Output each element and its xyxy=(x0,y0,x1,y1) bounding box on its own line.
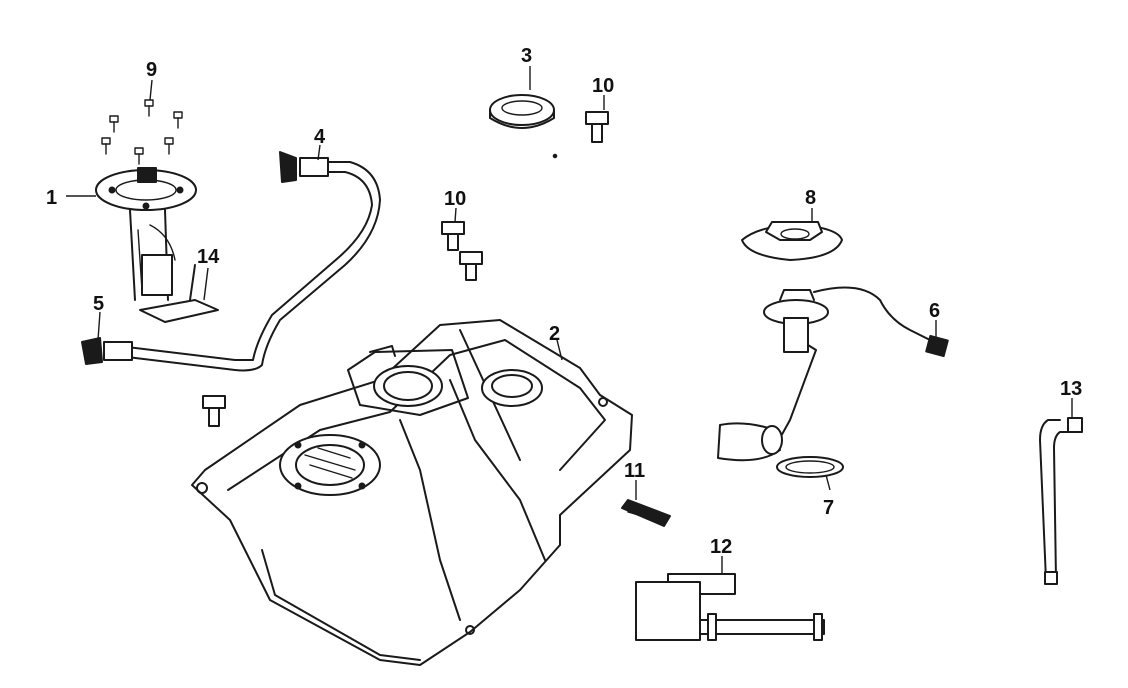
callout-13: 13 xyxy=(1060,378,1082,400)
part-9-screws xyxy=(101,99,183,165)
callout-11: 11 xyxy=(624,460,645,482)
part-13-breather-tube xyxy=(1039,417,1083,585)
callout-6: 6 xyxy=(929,300,940,322)
callout-7: 7 xyxy=(823,497,834,519)
part-12-pipe xyxy=(635,573,825,641)
leader-lines xyxy=(66,66,1073,574)
part-4-5-fuel-hose xyxy=(81,151,381,372)
part-7-gasket xyxy=(776,456,844,478)
callout-3: 3 xyxy=(521,45,532,67)
callout-8: 8 xyxy=(805,187,816,209)
callout-labels: 1 2 3 4 5 6 7 8 9 10 10 11 12 13 14 xyxy=(46,45,1082,558)
callout-1: 1 xyxy=(46,187,57,209)
part-10-bolts xyxy=(202,111,609,427)
part-11-clip xyxy=(621,499,671,527)
callout-12: 12 xyxy=(710,536,732,558)
callout-14: 14 xyxy=(197,246,220,268)
callout-9: 9 xyxy=(146,59,157,81)
part-6-fuel-level-sender xyxy=(717,286,949,462)
callout-10-top: 10 xyxy=(592,75,614,97)
callout-5: 5 xyxy=(93,293,104,315)
part-3-grommet xyxy=(489,94,555,129)
part-1-fuel-pump xyxy=(95,167,219,323)
callout-4: 4 xyxy=(314,126,326,148)
callout-10-mid: 10 xyxy=(444,188,466,210)
part-2-fuel-tank xyxy=(191,319,633,666)
callout-2: 2 xyxy=(549,323,560,345)
part-8-retainer-ring xyxy=(741,221,843,261)
stray-dot xyxy=(552,153,558,159)
